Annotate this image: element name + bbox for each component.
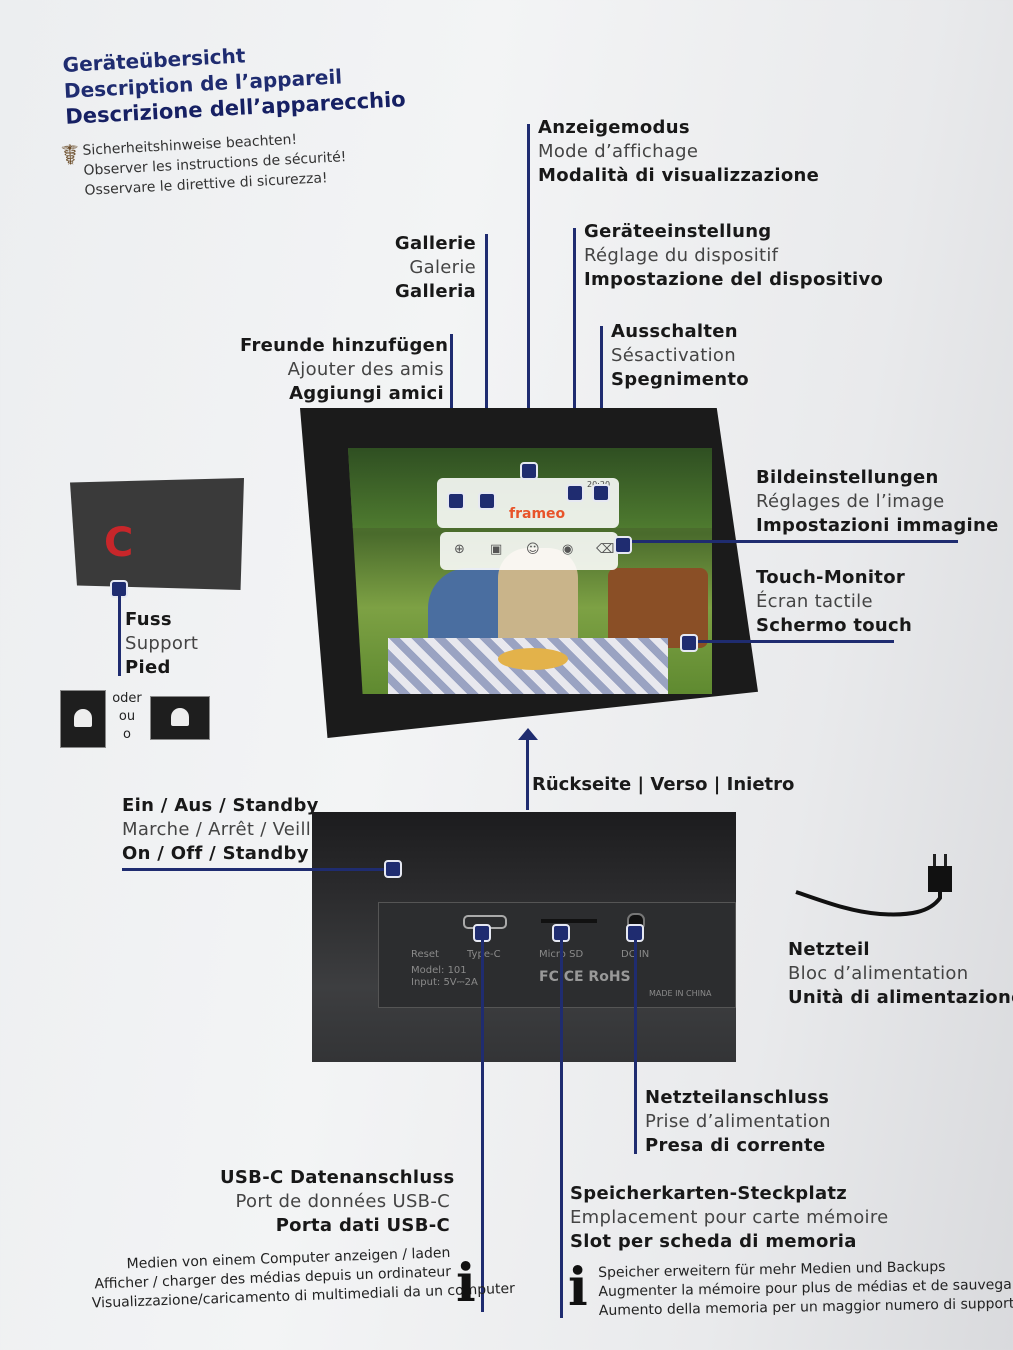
label-device-settings: Geräteeinstellung Réglage du dispositif …: [584, 221, 884, 290]
arrow-up-icon: [518, 728, 538, 740]
hide-icon[interactable]: ◉: [562, 542, 574, 557]
label-display-mode: Anzeigemodus Mode d’affichage Modalità d…: [538, 117, 820, 186]
label-sd-slot: Speicherkarten-Steckplatz Emplacement po…: [570, 1183, 889, 1252]
label-power-socket: Netzteilanschluss Prise d’alimentation P…: [645, 1087, 831, 1156]
safety-notice: ☤ Sicherheitshinweise beachten! Observer…: [59, 127, 348, 202]
orientation-text: oder ou o: [112, 691, 142, 742]
sd-note: Speicher erweitern für mehr Medien und B…: [598, 1258, 1013, 1319]
label-add-friends: Freunde hinzufügen Ajouter des amis Aggi…: [240, 335, 449, 404]
smiley-icon[interactable]: ☺: [526, 542, 540, 557]
power-off-button[interactable]: [592, 484, 610, 502]
label-usbc: USB-C Datenanschluss Port de données USB…: [220, 1167, 455, 1236]
settings-button[interactable]: [566, 484, 584, 502]
info-icon: i: [456, 1253, 476, 1314]
label-image-settings: Bildeinstellungen Réglages de l’image Im…: [756, 467, 999, 536]
header: Geräteübersicht Description de l’apparei…: [62, 34, 406, 130]
display-mode-button[interactable]: [520, 462, 538, 480]
label-stand: Fuss Support Pied: [125, 609, 199, 678]
add-friends-button[interactable]: [447, 492, 465, 510]
stand-image: C: [70, 478, 244, 590]
image-settings-button[interactable]: [614, 536, 632, 554]
label-on-off: Ein / Aus / Standby Marche / Arrêt / Vei…: [122, 795, 323, 864]
landscape-orientation-icon: [150, 696, 210, 740]
touch-monitor-marker[interactable]: [680, 634, 698, 652]
power-switch[interactable]: [384, 860, 402, 878]
power-adapter-image: [790, 852, 960, 942]
label-touch-monitor: Touch-Monitor Écran tactile Schermo touc…: [756, 567, 913, 636]
portrait-orientation-icon: [60, 690, 106, 748]
label-power-off: Ausschalten Sésactivation Spegnimento: [611, 321, 749, 390]
screen-menu-card: frameo 20:20: [437, 478, 619, 528]
usbc-note: Medien von einem Computer anzeigen / lad…: [91, 1244, 516, 1312]
back-caption: Rückseite | Verso | Inietro: [532, 774, 795, 795]
gallery-button[interactable]: [478, 492, 496, 510]
label-power-adapter: Netzteil Bloc d’alimentation Unità di al…: [788, 939, 1013, 1008]
brand-logo-icon: C: [104, 520, 134, 566]
add-photo-icon[interactable]: ⊕: [454, 542, 465, 557]
label-gallery: Gallerie Galerie Galleria: [394, 233, 476, 302]
screen-image-toolbar: ⊕ ▣ ☺ ◉ ⌫: [440, 532, 618, 570]
adjust-icon[interactable]: ▣: [490, 542, 503, 557]
frameo-logo: frameo: [509, 506, 566, 522]
safety-icon: ☤: [59, 138, 81, 173]
delete-icon[interactable]: ⌫: [596, 542, 615, 557]
info-icon-sd: i: [568, 1257, 588, 1318]
port-panel: Reset Type-C Micro SD DC IN Model: 101 I…: [378, 902, 736, 1008]
